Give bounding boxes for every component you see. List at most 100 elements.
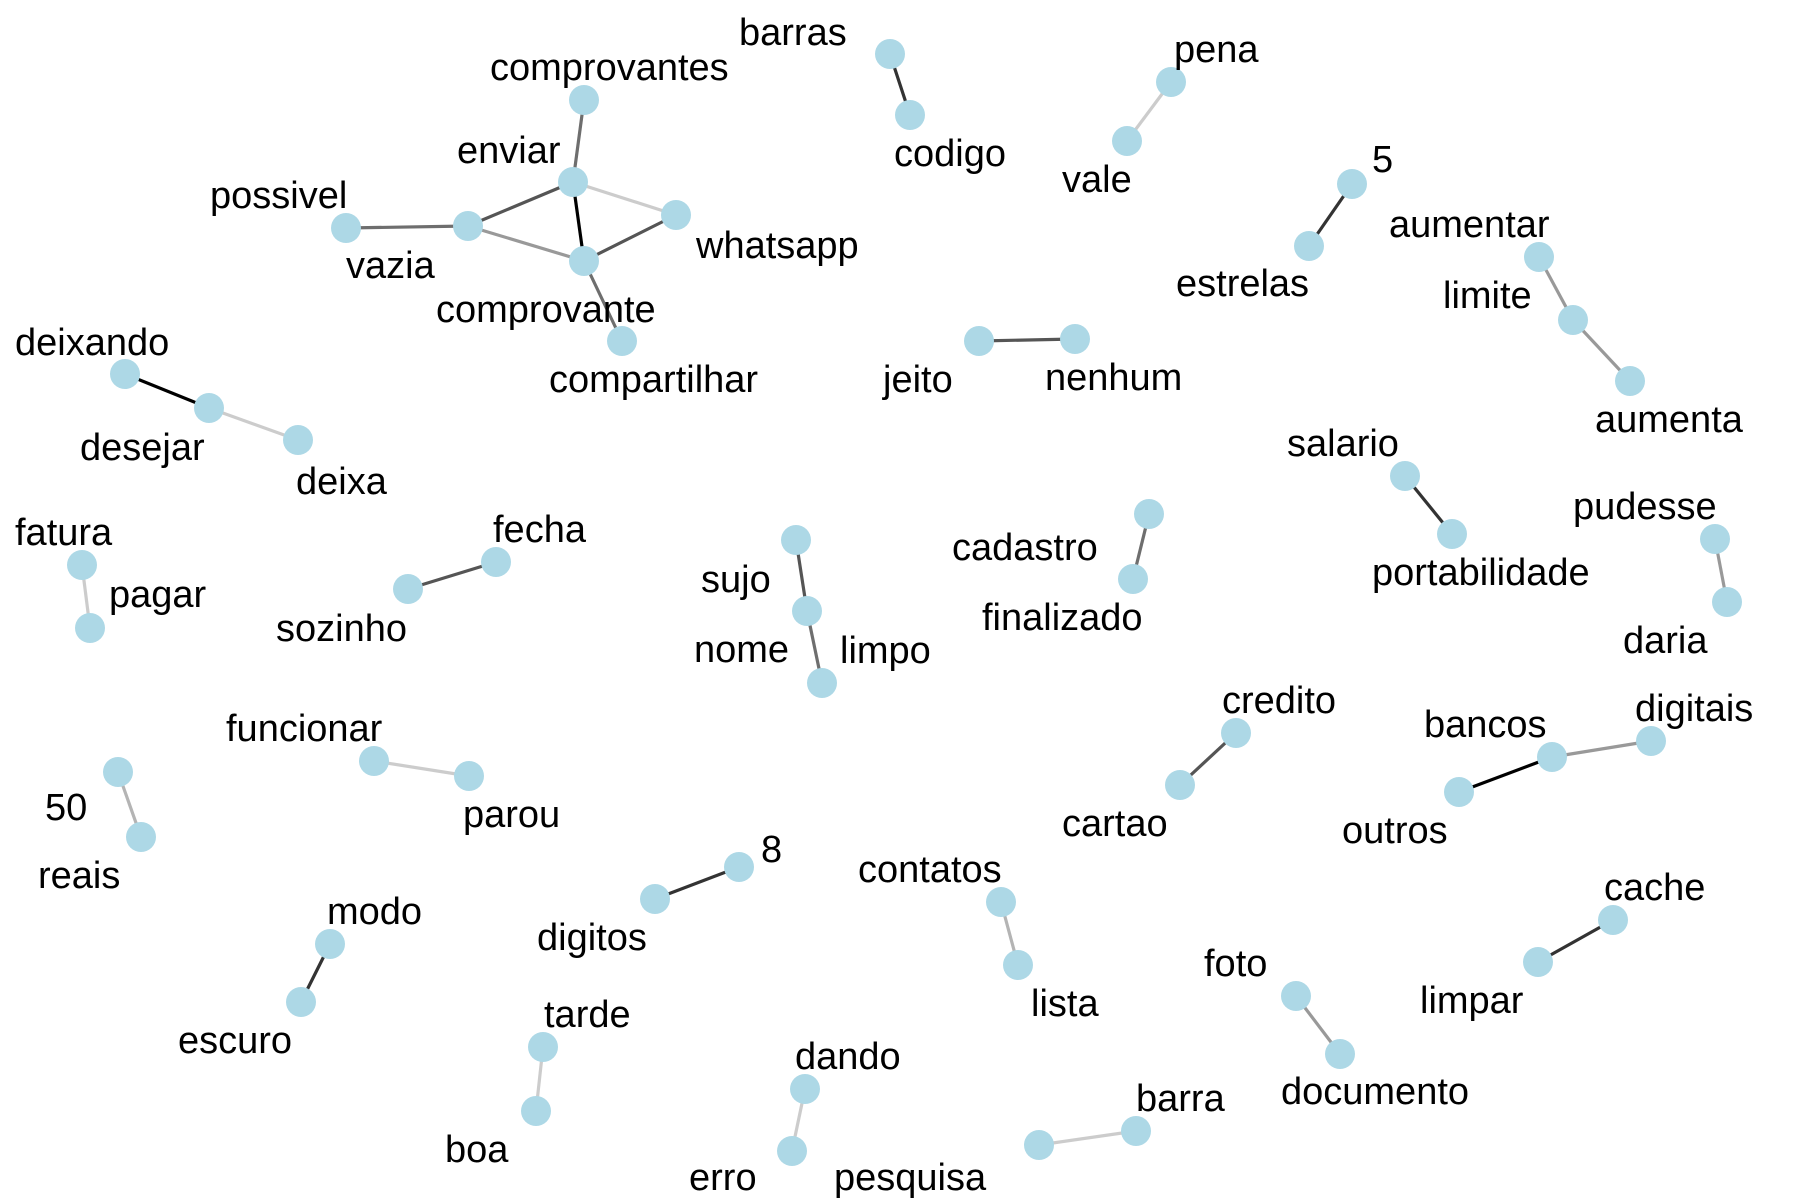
node-label-boa: boa: [445, 1129, 509, 1171]
node-label-aumentar: aumentar: [1389, 204, 1550, 246]
node-foto: [1281, 981, 1311, 1011]
edge-comprovante-whatsapp: [583, 213, 677, 263]
node-label-codigo: codigo: [894, 133, 1006, 175]
node-label-tarde: tarde: [544, 994, 631, 1036]
node-estrelas: [1294, 231, 1324, 261]
node-5: [1337, 169, 1367, 199]
node-label-contatos: contatos: [858, 849, 1002, 891]
node-vale: [1112, 126, 1142, 156]
node-sozinho: [393, 574, 423, 604]
node-label-deixa: deixa: [296, 461, 388, 503]
node-label-estrelas: estrelas: [1176, 263, 1309, 305]
node-barras: [875, 39, 905, 69]
node-label-pesquisa: pesquisa: [834, 1157, 987, 1199]
node-aumenta: [1615, 366, 1645, 396]
node-pesquisa: [1024, 1130, 1054, 1160]
edge-desejar-deixa: [208, 406, 299, 442]
node-limite: [1558, 305, 1588, 335]
node-label-limpo: limpo: [840, 630, 931, 672]
node-label-finalizado: finalizado: [982, 597, 1143, 639]
node-label-sujo: sujo: [701, 559, 771, 601]
node-comprovante: [569, 246, 599, 276]
node-reais: [126, 822, 156, 852]
edge-bancos-outros: [1458, 755, 1553, 794]
nodes-layer: [67, 39, 1742, 1166]
node-label-limpar: limpar: [1420, 980, 1524, 1022]
node-label-vale: vale: [1062, 159, 1132, 201]
node-label-reais: reais: [38, 855, 120, 897]
node-label-sozinho: sozinho: [276, 608, 407, 650]
node-label-digitos: digitos: [537, 917, 647, 959]
node-finalizado: [1118, 564, 1148, 594]
edge-funcionar-parou: [373, 759, 470, 778]
node-label-lista: lista: [1031, 983, 1099, 1025]
node-contatos: [986, 887, 1016, 917]
node-label-compartilhar: compartilhar: [549, 359, 758, 401]
node-label-comprovantes: comprovantes: [490, 47, 729, 89]
node-label-vazia: vazia: [346, 245, 436, 287]
node-portabilidade: [1437, 519, 1467, 549]
node-label-cache: cache: [1604, 867, 1705, 909]
node-label-fecha: fecha: [493, 509, 587, 551]
node-label-8: 8: [761, 829, 782, 871]
node-whatsapp: [661, 200, 691, 230]
edge-barra-pesquisa: [1038, 1129, 1137, 1147]
node-pagar: [75, 613, 105, 643]
node-label-desejar: desejar: [80, 427, 205, 469]
edge-enviar-whatsapp: [572, 180, 677, 217]
node-codigo: [895, 100, 925, 130]
node-label-pena: pena: [1174, 29, 1259, 71]
node-deixa: [283, 425, 313, 455]
node-label-whatsapp: whatsapp: [695, 225, 859, 267]
node-label-enviar: enviar: [457, 130, 561, 172]
edge-vazia-comprovante: [467, 224, 585, 263]
node-label-outros: outros: [1342, 810, 1448, 852]
node-possivel: [331, 213, 361, 243]
node-fecha: [481, 547, 511, 577]
node-bancos: [1537, 742, 1567, 772]
node-label-barras: barras: [739, 12, 847, 54]
edge-deixando-desejar: [124, 372, 210, 410]
edge-possivel-vazia: [345, 224, 469, 230]
node-outros: [1444, 777, 1474, 807]
node-cadastro: [1134, 499, 1164, 529]
node-label-foto: foto: [1204, 943, 1267, 985]
node-label-nome: nome: [694, 629, 789, 671]
node-tarde: [528, 1032, 558, 1062]
node-barra: [1121, 1116, 1151, 1146]
node-desejar: [194, 393, 224, 423]
node-label-modo: modo: [327, 891, 422, 933]
node-digitais: [1636, 726, 1666, 756]
node-lista: [1003, 950, 1033, 980]
node-label-daria: daria: [1623, 620, 1708, 662]
node-cartao: [1165, 770, 1195, 800]
node-label-parou: parou: [463, 794, 560, 836]
node-pena: [1156, 67, 1186, 97]
node-salario: [1390, 461, 1420, 491]
node-label-50: 50: [45, 787, 87, 829]
node-50: [103, 757, 133, 787]
node-label-comprovante: comprovante: [436, 289, 656, 331]
node-label-escuro: escuro: [178, 1020, 292, 1062]
node-compartilhar: [607, 326, 637, 356]
node-modo: [315, 929, 345, 959]
node-8: [724, 852, 754, 882]
node-label-cartao: cartao: [1062, 803, 1168, 845]
node-aumentar: [1524, 242, 1554, 272]
node-vazia: [453, 211, 483, 241]
node-label-portabilidade: portabilidade: [1372, 552, 1590, 594]
node-label-jeito: jeito: [882, 359, 953, 401]
node-label-barra: barra: [1136, 1078, 1226, 1120]
node-label-5: 5: [1372, 139, 1393, 181]
node-sujo: [781, 525, 811, 555]
node-dando: [790, 1074, 820, 1104]
edge-jeito-nenhum: [978, 337, 1076, 343]
node-jeito: [964, 326, 994, 356]
node-enviar: [558, 167, 588, 197]
node-limpo: [807, 668, 837, 698]
node-deixando: [110, 359, 140, 389]
node-comprovantes: [569, 85, 599, 115]
node-parou: [454, 761, 484, 791]
node-label-pudesse: pudesse: [1573, 486, 1717, 528]
